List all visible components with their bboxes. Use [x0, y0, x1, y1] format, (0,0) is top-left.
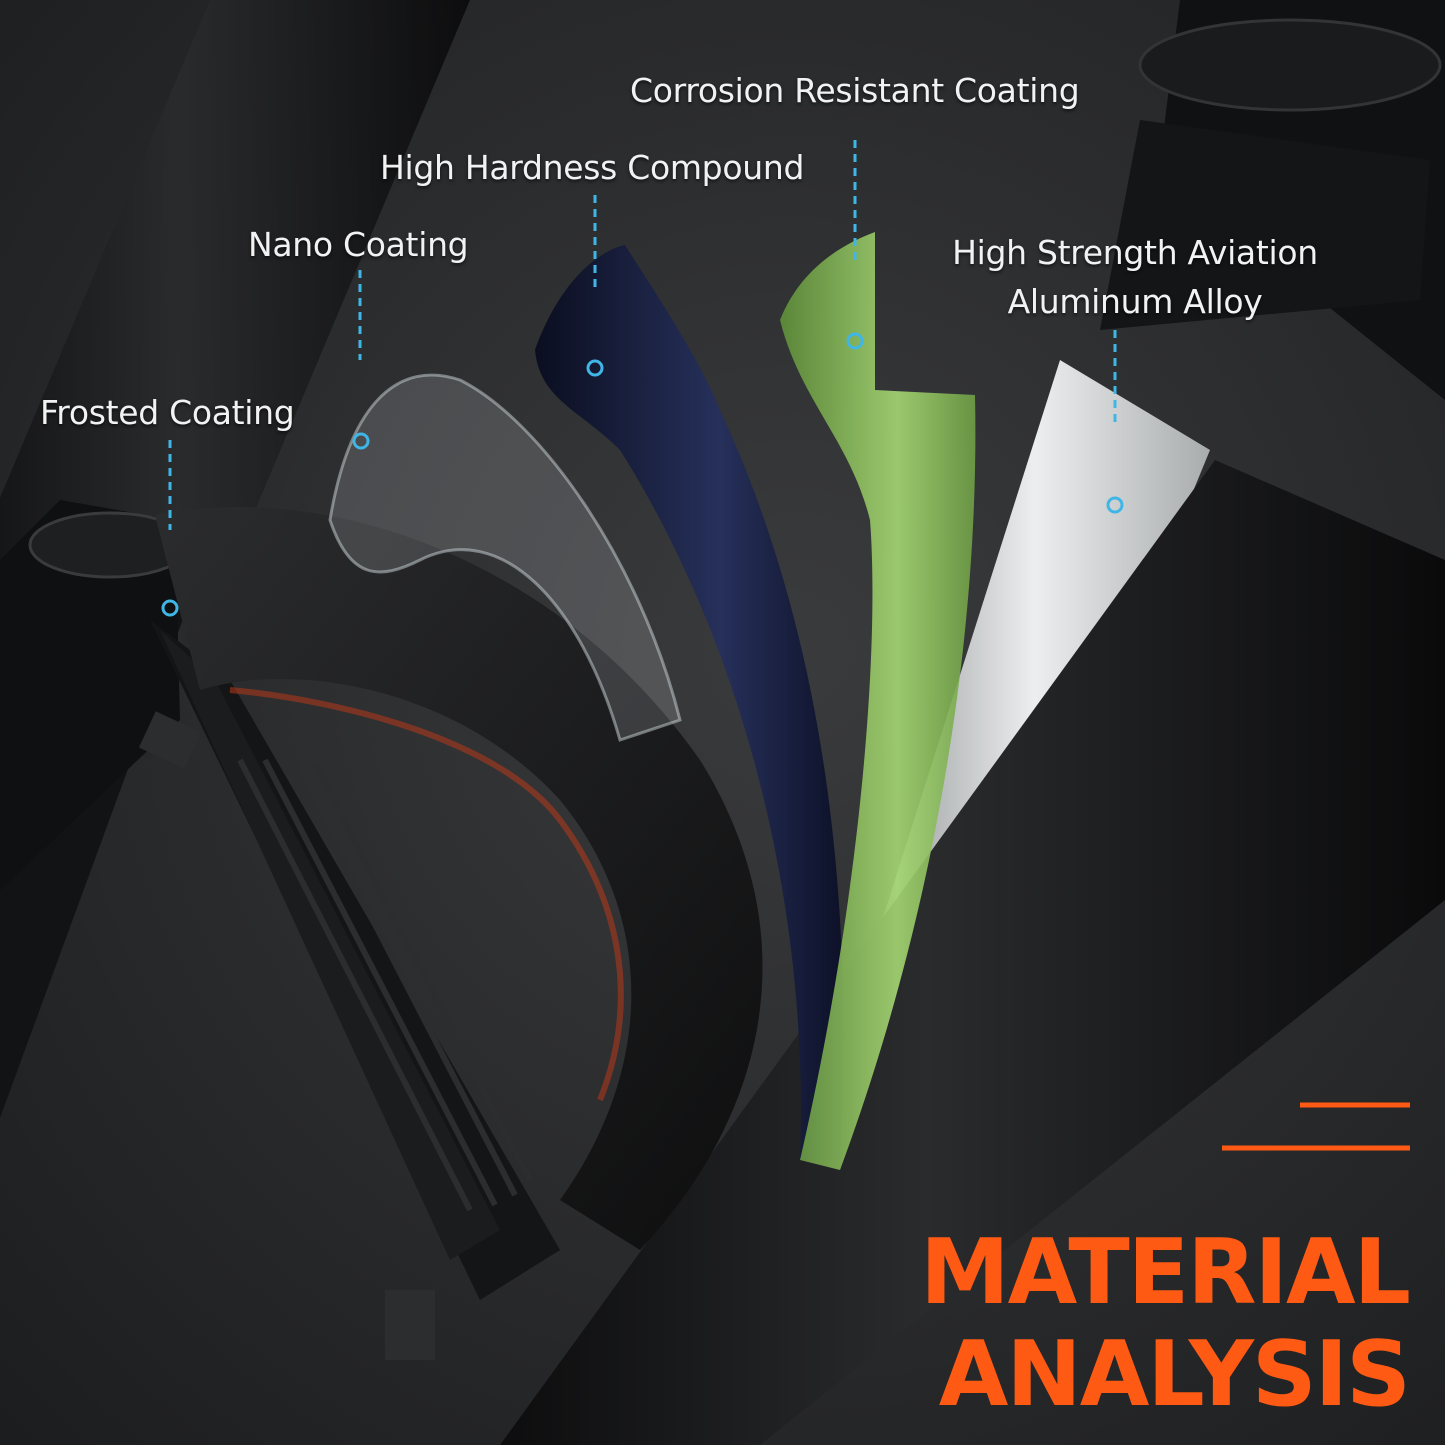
label-aluminum-alloy: High Strength Aviation Aluminum Alloy [945, 232, 1325, 323]
label-high-hardness-compound: High Hardness Compound [380, 148, 805, 187]
callout-marker-icon [352, 432, 370, 450]
headline-line2: ANALYSIS [938, 1322, 1411, 1427]
corrosion-resistant-layer [780, 232, 976, 1170]
accent-lines-icon [1222, 1102, 1410, 1151]
left-lower-leg [0, 500, 560, 1360]
callout-lines [168, 140, 1117, 530]
right-upper-tube [1100, 0, 1445, 400]
callout-marker-icon [846, 332, 864, 350]
label-frosted-coating: Frosted Coating [40, 393, 295, 432]
headline-line1: MATERIAL [920, 1220, 1411, 1325]
label-aluminum-line2: Aluminum Alloy [1007, 282, 1263, 322]
right-lower-leg [500, 460, 1445, 1445]
label-corrosion-resistant-coating: Corrosion Resistant Coating [630, 71, 1080, 110]
callout-marker-icon [586, 359, 604, 377]
high-hardness-layer [535, 245, 844, 1160]
label-aluminum-line1: High Strength Aviation [952, 233, 1318, 272]
fork-arch [155, 507, 763, 1250]
label-nano-coating: Nano Coating [248, 225, 469, 264]
callout-marker-icon [161, 599, 179, 617]
callout-marker-icon [1106, 496, 1124, 514]
nano-coating-layer [328, 373, 682, 742]
